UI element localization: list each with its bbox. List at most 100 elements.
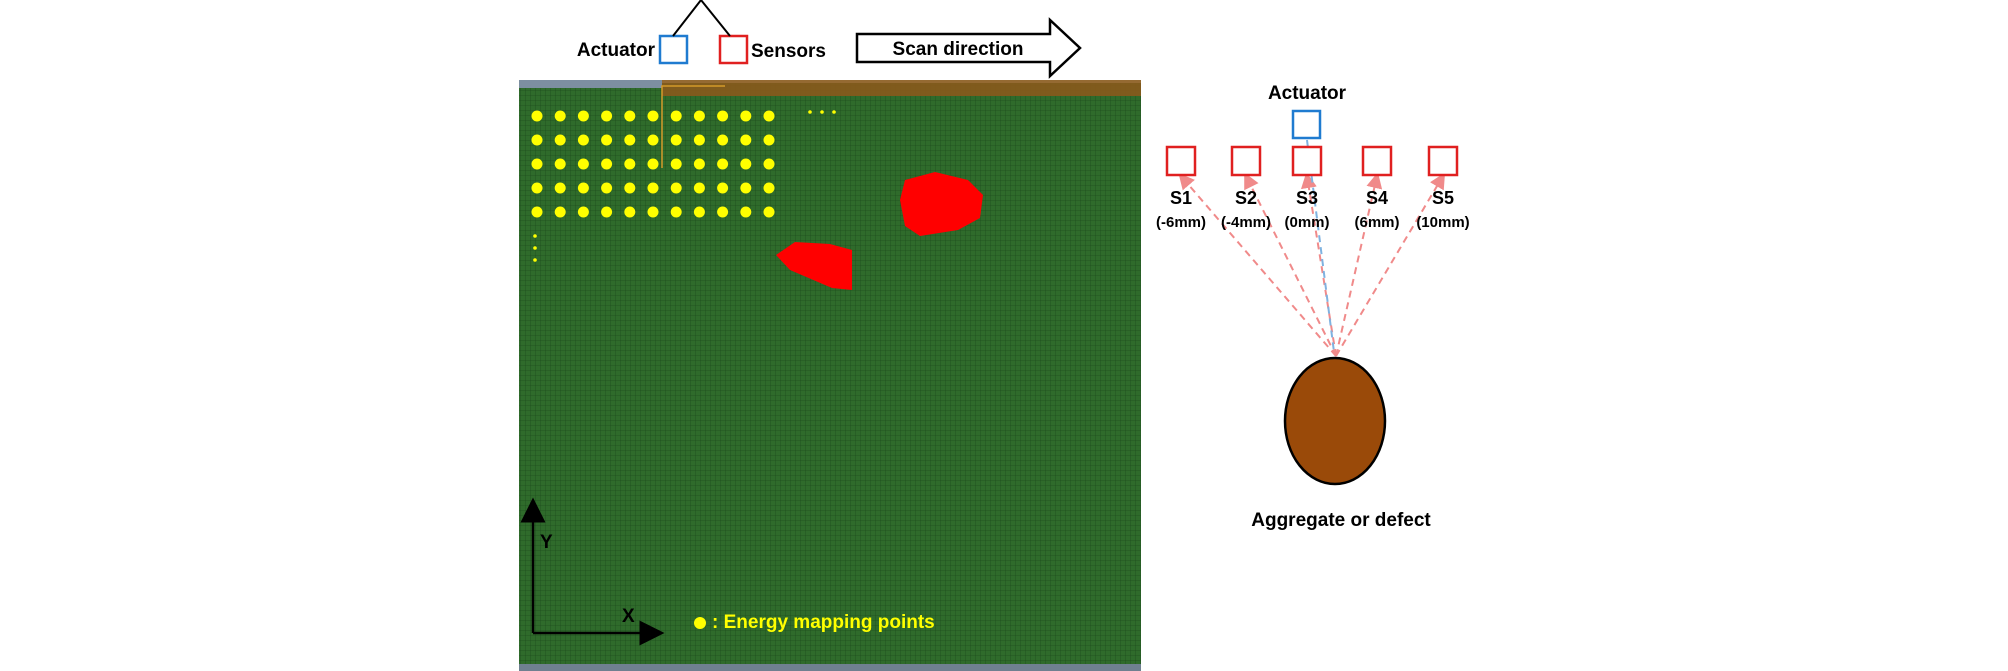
sensor-name-label: S4 <box>1366 188 1388 208</box>
energy-mapping-legend: : Energy mapping points <box>694 612 935 633</box>
sensor-square <box>1361 145 1393 177</box>
probe-marker <box>661 85 725 168</box>
energy-mapping-point <box>670 206 682 218</box>
sensor-name-label: S5 <box>1432 188 1454 208</box>
energy-mapping-point <box>554 182 566 194</box>
energy-mapping-point <box>647 206 659 218</box>
energy-mapping-point <box>763 182 775 194</box>
energy-mapping-point <box>554 110 566 122</box>
sensor-square <box>1165 145 1197 177</box>
sensor-square <box>1427 145 1459 177</box>
signal-ray <box>1301 172 1337 357</box>
model-mesh <box>519 83 1141 670</box>
signal-ray <box>1335 172 1446 357</box>
energy-mapping-point <box>577 110 589 122</box>
schematic-actuator-label: Actuator <box>1268 83 1347 104</box>
energy-mapping-point <box>601 134 613 146</box>
energy-mapping-point <box>624 158 636 170</box>
legend-actuator-square <box>658 34 689 65</box>
signal-ray <box>1178 172 1337 357</box>
xy-axes: Y X <box>520 497 665 646</box>
energy-mapping-point <box>554 206 566 218</box>
energy-mapping-point <box>740 158 752 170</box>
energy-mapping-point <box>647 134 659 146</box>
legend-sensor-square <box>718 34 749 65</box>
energy-mapping-point <box>763 158 775 170</box>
energy-mapping-point <box>763 206 775 218</box>
defect-region-large <box>900 172 983 236</box>
energy-mapping-point <box>601 206 613 218</box>
signal-ray <box>1244 172 1337 357</box>
sensor-offset-label: (-6mm) <box>1156 214 1206 231</box>
model-bottom-strip <box>519 664 1141 671</box>
sensor-offset-label: (0mm) <box>1284 214 1329 231</box>
energy-mapping-point <box>763 134 775 146</box>
energy-mapping-point <box>670 182 682 194</box>
energy-mapping-point <box>763 110 775 122</box>
scan-direction-label: Scan direction <box>893 39 1024 60</box>
energy-mapping-point <box>647 182 659 194</box>
top-legend: Actuator Sensors Scan direction <box>577 0 1082 79</box>
energy-mapping-point <box>554 158 566 170</box>
energy-mapping-point <box>577 158 589 170</box>
sensor-name-label: S2 <box>1235 188 1257 208</box>
sparse-dots <box>533 110 836 262</box>
energy-mapping-point <box>670 158 682 170</box>
sensor-offset-label: (10mm) <box>1416 214 1469 231</box>
energy-mapping-point <box>670 110 682 122</box>
defect-region-small <box>776 242 852 290</box>
signal-ray <box>1335 172 1383 357</box>
energy-mapping-point <box>670 134 682 146</box>
energy-mapping-point <box>740 182 752 194</box>
sensor-row: S1(-6mm)S2(-4mm)S3(0mm)S4(6mm)S5(10mm) <box>1156 145 1470 231</box>
schematic: Actuator S1(-6mm)S2(-4mm)S3(0mm)S4(6mm)S… <box>1156 83 1470 531</box>
legend-energy-mapping-text: : Energy mapping points <box>712 612 935 633</box>
model-top-strip-right <box>662 80 1141 96</box>
legend-dot <box>694 617 706 629</box>
energy-mapping-point <box>531 134 543 146</box>
legend-sensors-label: Sensors <box>751 41 826 62</box>
energy-mapping-point <box>531 158 543 170</box>
energy-mapping-point <box>717 110 729 122</box>
energy-mapping-point <box>624 134 636 146</box>
aggregate-or-defect-label: Aggregate or defect <box>1251 510 1431 531</box>
aggregate-or-defect-ellipse <box>1283 356 1387 486</box>
energy-mapping-point <box>717 182 729 194</box>
sensor-name-label: S3 <box>1296 188 1318 208</box>
sensor-offset-label: (6mm) <box>1354 214 1399 231</box>
energy-mapping-point <box>693 206 705 218</box>
schematic-actuator-square <box>1291 109 1322 140</box>
signal-rays <box>1178 139 1446 357</box>
axis-x-label: X <box>622 606 635 627</box>
legend-bracket <box>672 0 731 37</box>
energy-mapping-point <box>624 182 636 194</box>
sensor-square <box>1291 145 1323 177</box>
sensor-name-label: S1 <box>1170 188 1192 208</box>
energy-mapping-point <box>693 134 705 146</box>
axis-y-label: Y <box>540 532 553 553</box>
energy-mapping-point <box>554 134 566 146</box>
energy-mapping-point <box>693 110 705 122</box>
scan-direction-arrow: Scan direction <box>855 17 1082 79</box>
energy-mapping-point <box>717 206 729 218</box>
energy-mapping-point <box>577 206 589 218</box>
energy-mapping-point <box>577 134 589 146</box>
model-top-strip-left <box>519 80 662 88</box>
energy-mapping-point <box>740 110 752 122</box>
energy-mapping-point <box>624 110 636 122</box>
energy-mapping-point <box>601 182 613 194</box>
legend-actuator-label: Actuator <box>577 40 656 61</box>
sensor-square <box>1230 145 1262 177</box>
energy-mapping-point <box>601 110 613 122</box>
energy-mapping-point <box>740 134 752 146</box>
energy-mapping-point <box>740 206 752 218</box>
energy-mapping-point <box>717 158 729 170</box>
energy-mapping-dot-grid <box>531 110 775 218</box>
energy-mapping-point <box>647 110 659 122</box>
energy-mapping-point <box>531 182 543 194</box>
energy-mapping-point <box>647 158 659 170</box>
energy-mapping-point <box>531 110 543 122</box>
energy-mapping-point <box>693 182 705 194</box>
energy-mapping-point <box>577 182 589 194</box>
energy-mapping-point <box>531 206 543 218</box>
